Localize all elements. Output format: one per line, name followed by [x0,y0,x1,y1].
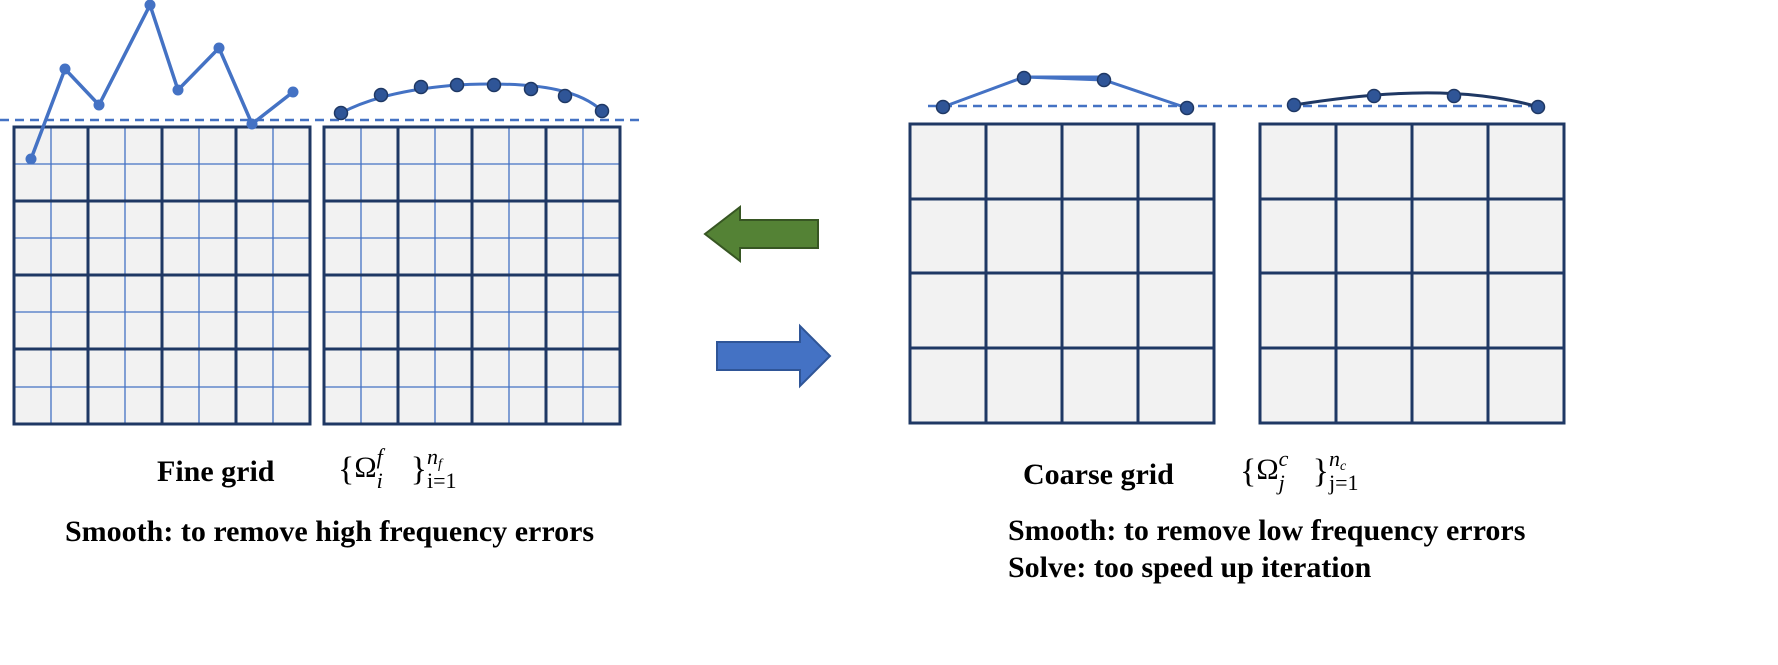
coarse-range-sub: j=1 [1328,470,1359,495]
error-point [413,79,429,95]
error-point [935,99,951,115]
error-point [213,42,225,54]
error-point [594,103,610,119]
error-point [449,77,465,93]
error-point [1446,88,1462,104]
coarse-grid-1-lines [908,122,1216,425]
fine-range-sup-sub: f [437,457,442,472]
error-point [1366,88,1382,104]
fine-grid-2-thick-lines [322,125,622,426]
coarse-range-sup-sub: c [1339,459,1347,474]
error-point [1286,97,1302,113]
error-point [373,87,389,103]
error-point [25,153,37,165]
error-point [144,0,156,11]
coarse-error-curve-2 [1286,88,1546,115]
fine-grid-panel-smoothed [322,125,622,426]
error-point [1179,100,1195,116]
error-point [523,81,539,97]
coarse-grid-2-lines [1258,122,1566,425]
error-point [246,118,258,130]
error-point [59,63,71,75]
error-point [1016,70,1032,86]
fine-grid-caption: Smooth: to remove high frequency errors [65,515,595,548]
coarse-grid-title: Coarse grid [1023,458,1174,491]
fine-grid-panel-noisy [12,125,312,426]
fine-set-sub: i [376,468,383,493]
error-point [1096,72,1112,88]
error-point [172,84,184,96]
coarse-set-symbol: Ω [1256,452,1279,486]
arrow-right-icon [716,323,832,389]
error-point [486,77,502,93]
fine-range-sub: i=1 [426,468,457,493]
coarse-error-curve-1 [935,70,1195,116]
coarse-grid-caption-smooth: Smooth: to remove low frequency errors [1008,514,1526,547]
coarse-grid-caption-solve: Solve: too speed up iteration [1008,551,1372,584]
coarse-grid-panel-1 [908,122,1216,425]
coarse-set-super: c [1278,446,1289,471]
arrow-left-icon [703,204,819,264]
fine-range-sup: n [426,444,438,469]
fine-grid-title: Fine grid [157,455,275,488]
fine-set-super: f [376,444,383,469]
fine-grid-1-thick-lines [12,125,312,426]
coarse-set-sub: j [1278,470,1285,495]
error-point [287,86,299,98]
error-point [93,99,105,111]
error-point [1530,99,1546,115]
coarse-range-sup: n [1328,446,1340,471]
error-point [557,88,573,104]
coarse-grid-panel-2 [1258,122,1566,425]
high-frequency-error-curve [25,0,299,165]
error-point [333,105,349,121]
fine-set-symbol: Ω [354,450,377,484]
smoothed-error-curve-fine [333,77,610,121]
